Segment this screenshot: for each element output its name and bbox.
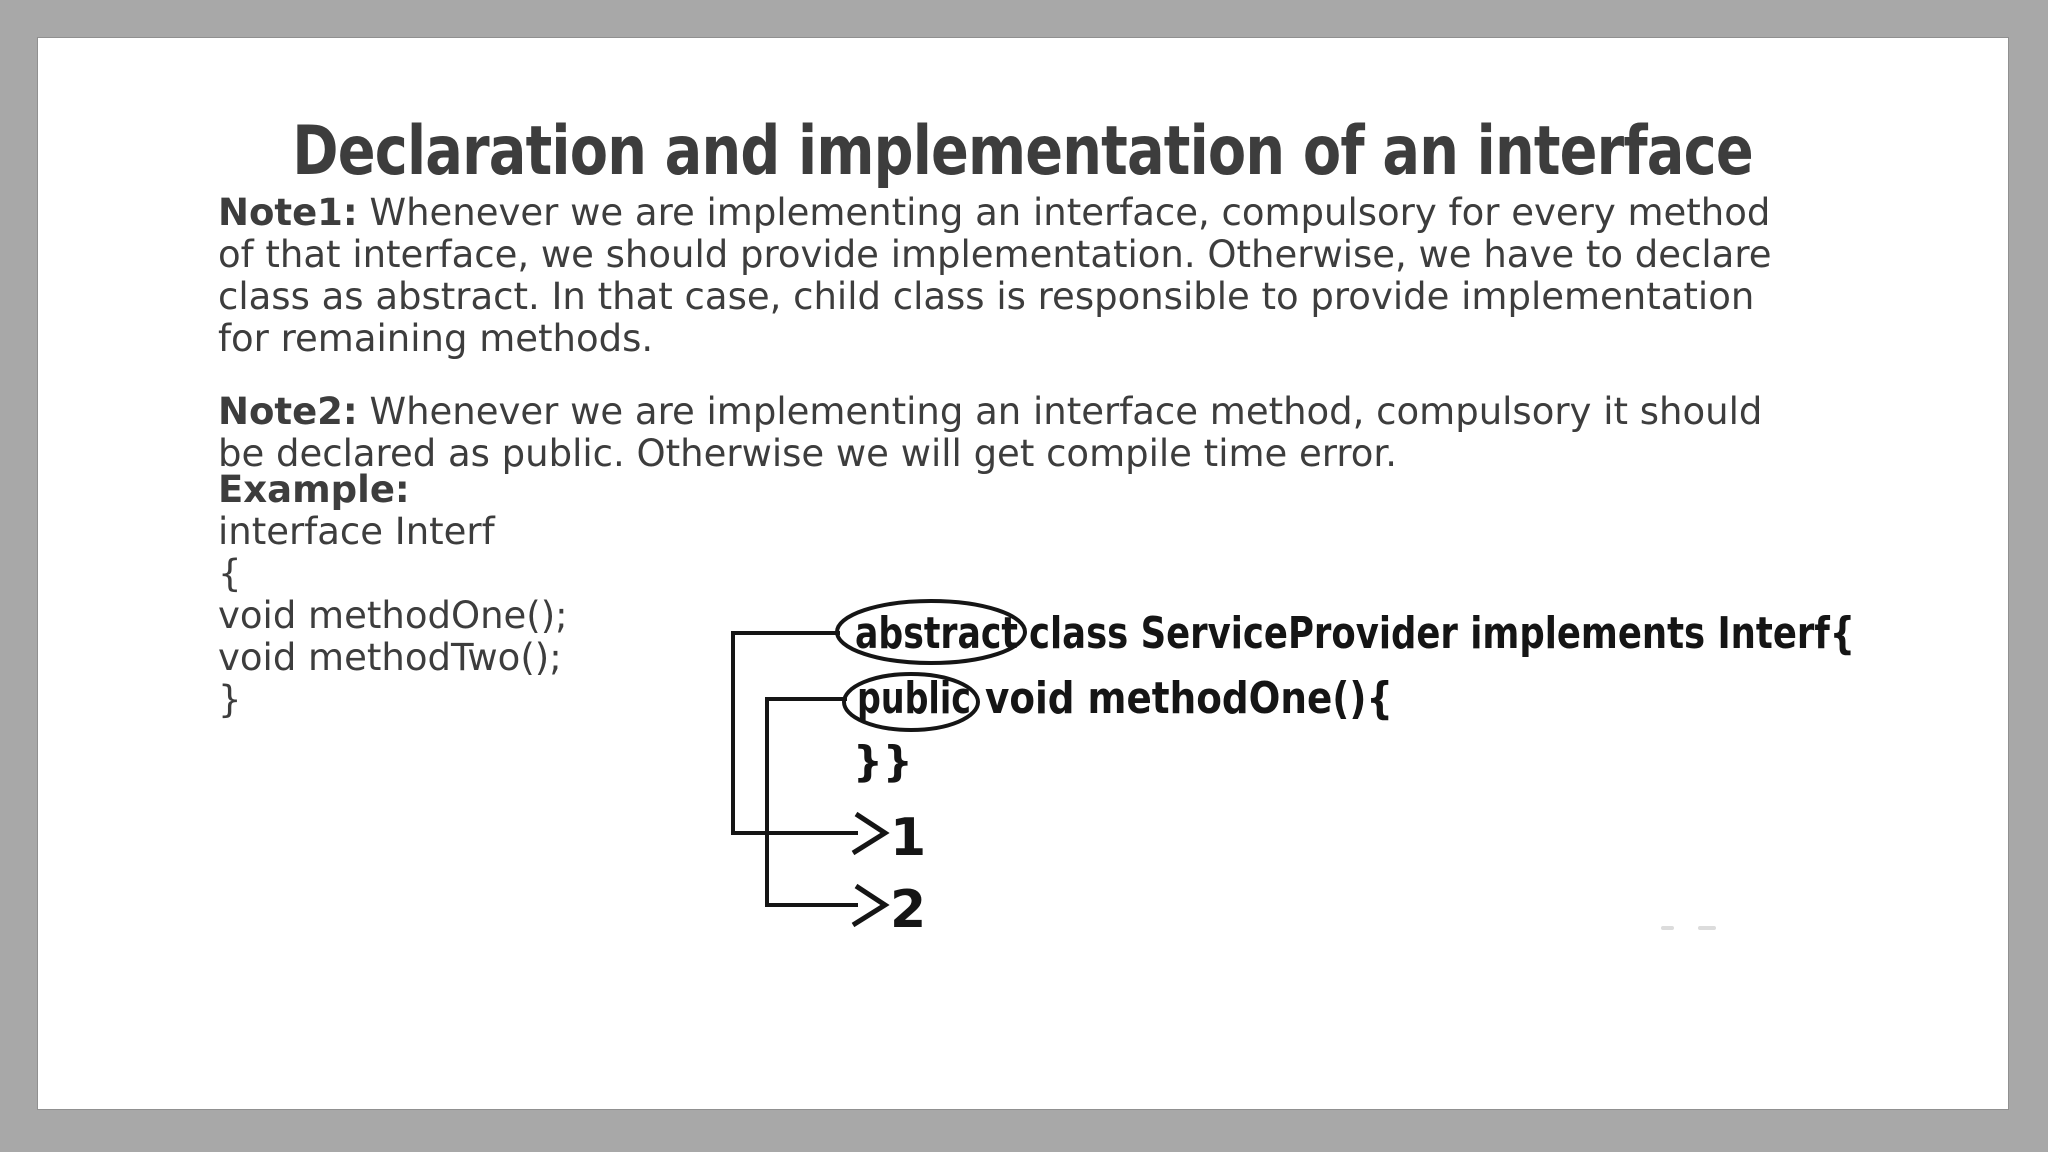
note1-line: Note1: Whenever we are implementing an i… [218, 192, 1772, 234]
note2-paragraph: Note2: Whenever we are implementing an i… [218, 391, 1762, 475]
code-line: { [218, 552, 242, 595]
example-label: Example: [218, 468, 410, 511]
faint-artifact-dash [1698, 926, 1716, 930]
code-line: interface Interf [218, 510, 495, 553]
note1-line: for remaining methods. [218, 317, 654, 360]
note2-text: Whenever we are implementing an interfac… [369, 390, 1763, 433]
title-row: Declaration and implementation of an int… [38, 112, 2008, 191]
note2-line: Note2: Whenever we are implementing an i… [218, 391, 1762, 433]
note2-line: be declared as public. Otherwise we will… [218, 432, 1397, 475]
example-code-block: Example: interface Interf { void methodO… [218, 469, 568, 721]
note1-label: Note1: [218, 191, 358, 234]
note2-label: Note2: [218, 390, 358, 433]
note1-line: class as abstract. In that case, child c… [218, 275, 1755, 318]
code-line: void methodTwo(); [218, 636, 562, 679]
note1-line: of that interface, we should provide imp… [218, 233, 1772, 276]
slide: Declaration and implementation of an int… [38, 38, 2008, 1109]
note1-text: Whenever we are implementing an interfac… [369, 191, 1771, 234]
code-line: } [218, 678, 242, 721]
faint-artifact-dash [1661, 926, 1674, 930]
note1-paragraph: Note1: Whenever we are implementing an i… [218, 192, 1772, 360]
page-title: Declaration and implementation of an int… [292, 112, 1754, 191]
code-line: void methodOne(); [218, 594, 568, 637]
